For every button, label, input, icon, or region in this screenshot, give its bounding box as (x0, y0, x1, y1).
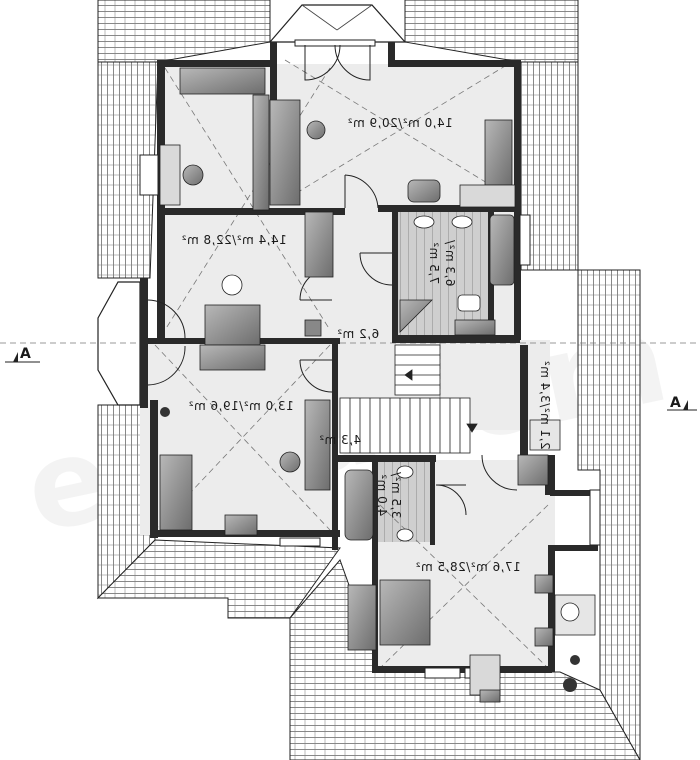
room-label-bottom: 17,6 m²/28,5 m² (415, 560, 521, 574)
bath-lower-label-a: 3,5 m²/ (389, 471, 403, 518)
room-label-left-lower: 13,0 m²/19,6 m² (188, 399, 294, 413)
bath-upper-label-b: 7,5 m² (427, 242, 441, 284)
dormer-top (268, 4, 407, 43)
section-marker-left: A (5, 346, 40, 363)
room-label-top: 14,0 m²/20,9 m² (347, 116, 453, 130)
roof-bottom (289, 559, 641, 760)
bay-left (97, 281, 141, 406)
section-marker-right: A (667, 395, 697, 411)
furniture (159, 67, 596, 703)
roof-top-left (97, 0, 271, 63)
roof-left-upper (97, 61, 159, 279)
room-labels: 14,0 m²/20,9 m² 14,4 m²/22,8 m² 6,3 m²/ … (181, 116, 552, 574)
roof-top-right (404, 0, 579, 63)
stairs (339, 344, 478, 454)
section-markers: A A (5, 346, 697, 411)
plant-icons (160, 407, 580, 692)
doors (147, 44, 518, 516)
room-label-stair: 4,3 m² (319, 433, 361, 447)
bath-lower-label-b: 4,0 m² (375, 474, 389, 516)
bath-upper-label-a: 6,3 m²/ (443, 239, 457, 286)
section-label-right: A (670, 395, 681, 411)
room-label-hall: 6,2 m² (337, 327, 379, 341)
section-label-left: A (20, 346, 31, 362)
room-label-left-upper: 14,4 m²/22,8 m² (181, 233, 287, 247)
room-label-closet: 2,1 m²/3,4 m² (538, 360, 552, 449)
